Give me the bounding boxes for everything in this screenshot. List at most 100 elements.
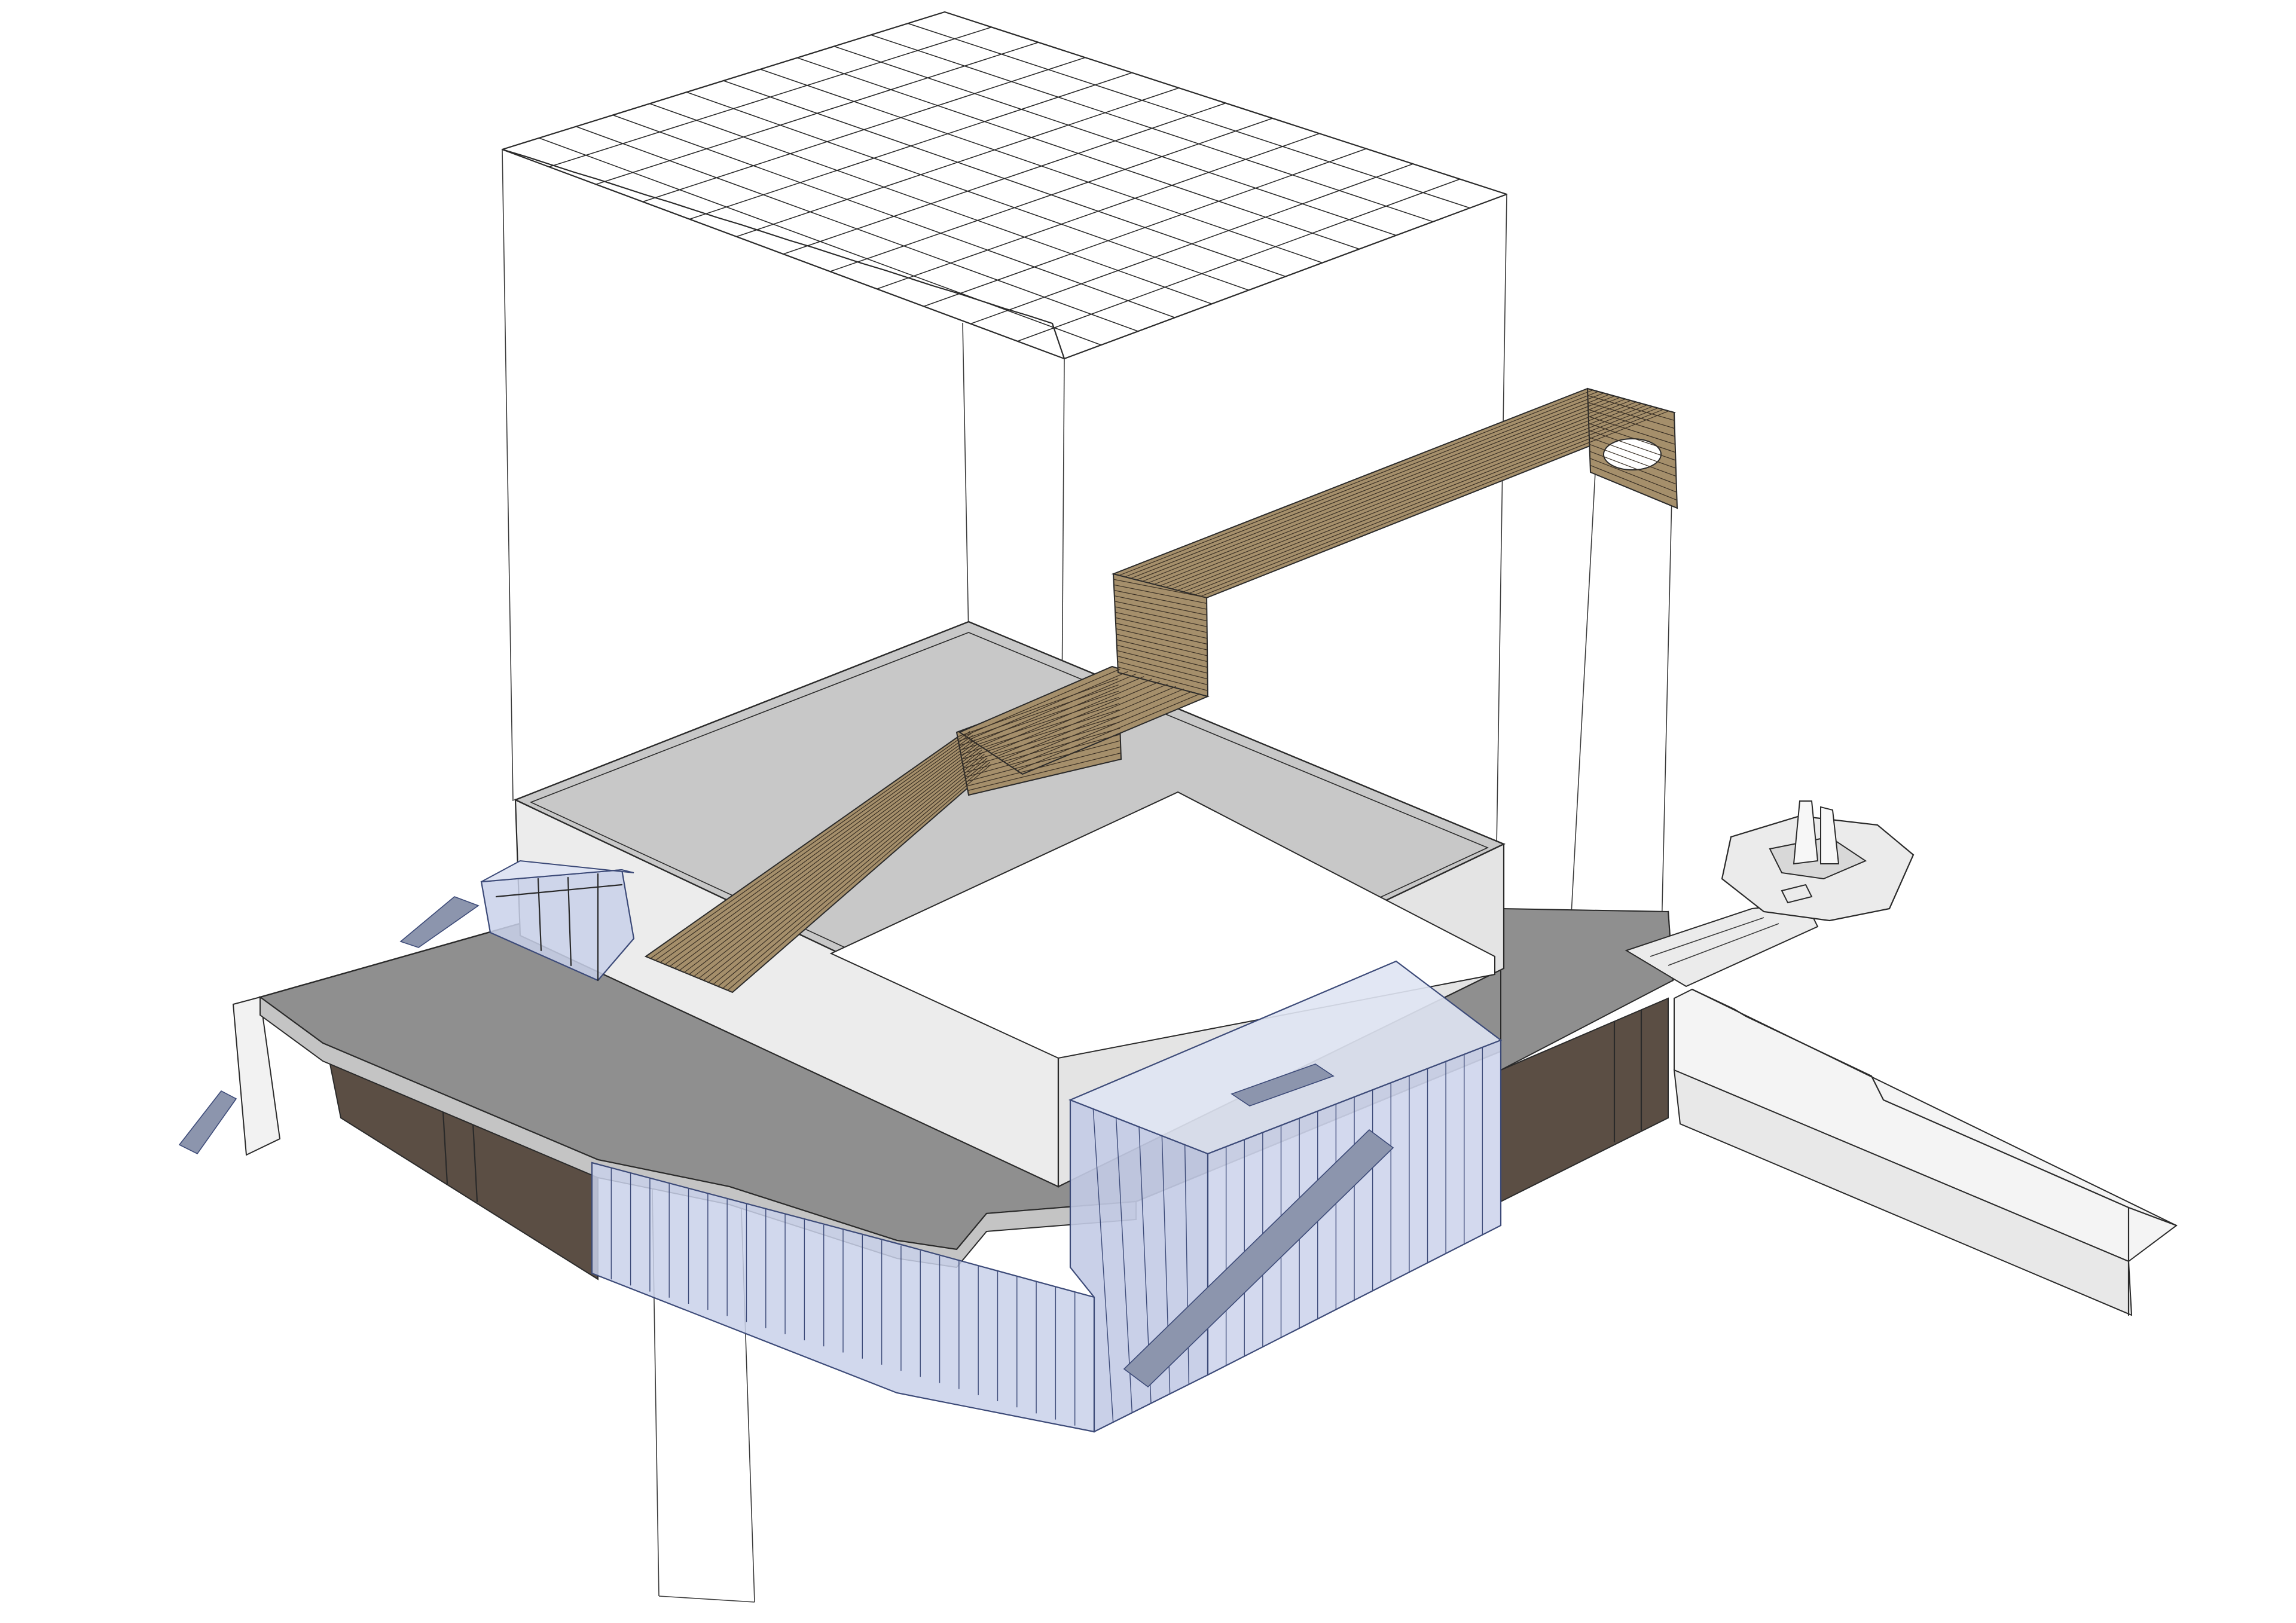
ramp-slat [1125,391,1599,577]
roof-grid-canopy [501,11,1508,360]
ramp-slat [1113,579,1207,598]
ramp-slat [1117,661,1208,686]
ramp-slat [1590,464,1677,501]
ramp-slat [1588,416,1675,445]
ramp-slat [722,762,990,989]
retaining-wall [1673,988,2178,1316]
ramp-slat [1201,410,1669,597]
ramp-slat [669,739,976,967]
ramp-slat [960,703,1119,756]
ramp-slat [655,733,972,961]
ramp-slat [660,735,973,963]
ramp-slat [967,753,1121,791]
ramp-slat [958,684,1119,742]
ramp-slat [1142,395,1615,582]
ramp-slat [1589,451,1677,485]
monument-sculpture [1793,800,1819,865]
ramp-slat [674,741,977,969]
ramp-slat [1183,406,1653,592]
ramp-slat [966,746,1121,787]
ramp-slat [1017,693,1200,771]
ramp-slat [1001,686,1176,761]
roof-grid-line [1017,178,1460,342]
roof-grid-line [923,148,1367,307]
monument-platform [1721,800,1915,922]
glazed-entrance-volume [591,960,1503,1433]
ramp-slat [694,749,982,977]
ramp-slat [1589,444,1677,477]
ramp-slat [1154,398,1626,585]
ramp-slat [961,709,1120,760]
ramp-slat [957,678,1119,738]
ramp-slat [1587,402,1675,429]
ramp-slat [1012,691,1192,768]
roof-grid-line [970,163,1413,325]
ramp-slat [960,696,1119,751]
ramp-slat [708,756,987,983]
ramp-slat [1119,389,1593,576]
roof-grid-line [576,126,1138,332]
ramp-slat [727,764,992,991]
left-end-wall [232,996,281,1156]
glass-mullions [610,1047,1483,1426]
ramp-slat [965,733,1120,778]
ramp-slat [1116,634,1208,656]
ramp-slat [1587,395,1675,421]
ramp-slat [713,757,988,985]
ramp-slat [698,751,984,979]
ramp-slat [1165,401,1636,588]
ramp-slat [1115,617,1208,639]
roof-grid-lines [539,23,1470,346]
ramp-slat [959,690,1119,747]
ramp-slat [1171,403,1642,589]
ramp-slat [1589,430,1676,461]
ramp-slat [1116,628,1208,650]
ramp-slat [689,747,981,975]
ramp-slat [1114,595,1207,616]
ramp-slat [1113,584,1207,604]
ramp-slat [679,743,978,971]
ramp-slat [1116,644,1208,668]
glass-mullion [1092,1108,1114,1423]
ramp-slat [1117,655,1208,680]
ramp-slat [963,722,1120,769]
ramp-slat [718,760,989,987]
roof-grid-frame [501,11,1508,360]
exterior-stair [178,896,480,1155]
ramp-slat [703,753,985,981]
glass-stair-pavilion [480,860,635,982]
ramp-slat [1006,688,1184,765]
ramp-slat [962,715,1120,765]
ramp-slat [1589,437,1677,469]
ramp-slat [1115,606,1207,627]
ramp-slat [1159,400,1631,586]
ramp-slat [1588,409,1675,437]
ramp-slat [1131,392,1604,579]
roof-grid-line [649,103,1212,305]
ramp-slat [684,745,980,973]
ramp-slat [664,737,975,965]
ramp-slat [650,730,970,959]
ramp-slat [1114,589,1207,610]
ramp-slat [1589,458,1677,493]
ramp-slats [650,389,1677,991]
ramp-slat [1136,394,1610,580]
interior-stair [1123,1129,1394,1388]
ramp-slat [1118,667,1208,691]
ramp-slat [1148,397,1620,583]
ramp-slat [1116,639,1208,662]
roof-grid-line [723,80,1286,277]
roof-grid-line [686,91,1249,291]
interior-landing [1231,1063,1335,1107]
roof-grid-line [539,137,1101,346]
ramp-slat [1177,404,1647,591]
ramp-slat [1588,423,1676,453]
wooden-slatted-ramp [644,387,1678,994]
ramp-end-opening [1603,438,1662,470]
ramp-slat [966,740,1121,783]
ramp-slat [1117,650,1208,674]
ramp-slat [1195,409,1664,595]
ramp-slat [1189,407,1659,594]
ramp-slat [1115,612,1207,633]
